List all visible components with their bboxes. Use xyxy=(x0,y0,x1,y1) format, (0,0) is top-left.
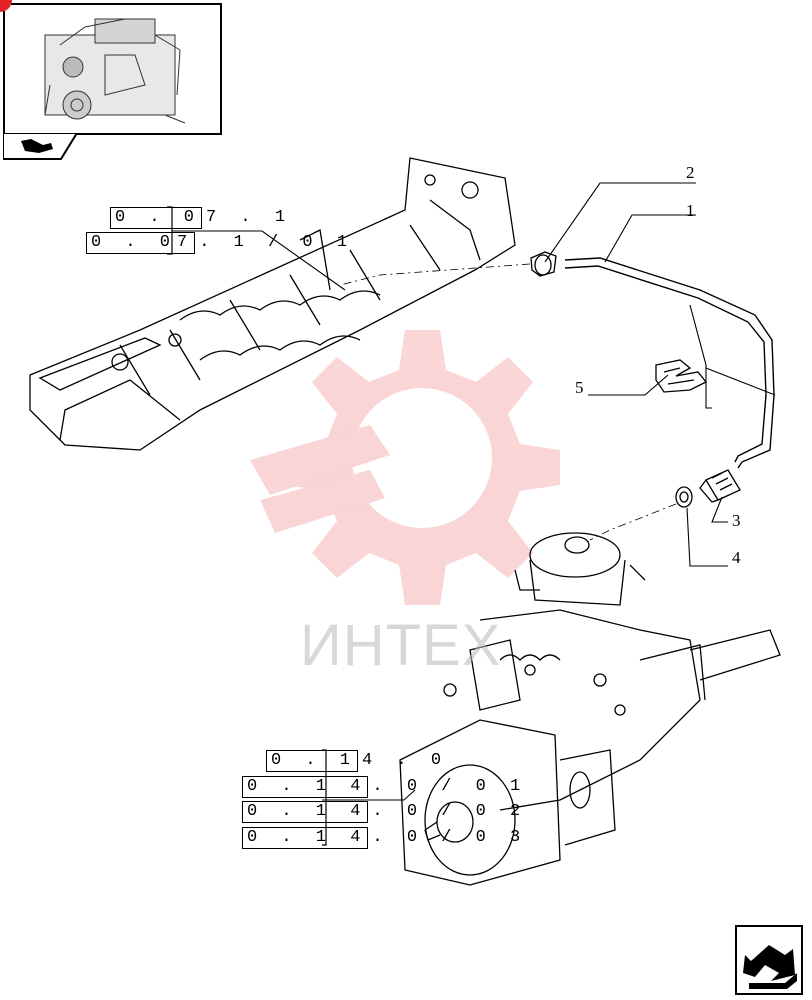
assembly-lines xyxy=(339,263,677,541)
fitting-item-2 xyxy=(530,251,557,277)
ref-rest: . 0 / 0 2 xyxy=(372,802,528,821)
clip-item-5 xyxy=(655,359,708,393)
callout-5: 5 xyxy=(575,378,584,397)
ref-boxed: 0 . 1 4 xyxy=(242,801,369,823)
ref-rest: . 1 / 0 1 xyxy=(199,233,355,252)
thumbnail-tab[interactable] xyxy=(2,132,79,166)
callout-3: 3 xyxy=(732,511,741,530)
book-hand-icon xyxy=(2,132,79,160)
ref-rest: 4 . 0 xyxy=(362,751,449,770)
callout-1: 1 xyxy=(686,201,695,220)
rocker-cover xyxy=(29,157,516,451)
ref-boxed: 0 . 0 xyxy=(110,207,203,229)
adaptor-item-3 xyxy=(699,469,741,503)
watermark-gear-icon xyxy=(250,330,560,605)
leader-lines xyxy=(172,182,776,801)
ref-label: 0 . 1 4. 0 / 0 1 xyxy=(242,776,527,798)
ref-boxed: 0 . 1 4 xyxy=(242,827,369,849)
engine-thumbnail xyxy=(3,3,222,135)
next-page-button[interactable] xyxy=(735,925,803,995)
ref-rest: . 0 / 0 3 xyxy=(372,828,528,847)
leak-off-pipe xyxy=(564,257,775,469)
ref-boxed: 0 . 1 xyxy=(266,750,359,772)
washer-item-4 xyxy=(675,486,693,508)
watermark-text: ИНТЕХ xyxy=(300,613,502,678)
ref-label: 0 . 1 4. 0 / 0 2 xyxy=(242,801,527,823)
ref-label: 0 . 07. 1 / 0 1 xyxy=(86,232,354,254)
ref-rest: . 0 / 0 1 xyxy=(372,777,528,796)
ref-label: 0 . 1 4. 0 / 0 3 xyxy=(242,827,527,849)
callout-2: 2 xyxy=(686,163,695,182)
callout-4: 4 xyxy=(732,548,741,567)
ref-rest: 7 . 1 xyxy=(206,208,293,227)
ref-boxed: 0 . 07 xyxy=(86,232,196,254)
engine-thumbnail-icon xyxy=(44,18,186,124)
injection-pump xyxy=(399,532,781,886)
ref-boxed: 0 . 1 4 xyxy=(242,776,369,798)
next-page-arrow-icon xyxy=(735,925,803,995)
